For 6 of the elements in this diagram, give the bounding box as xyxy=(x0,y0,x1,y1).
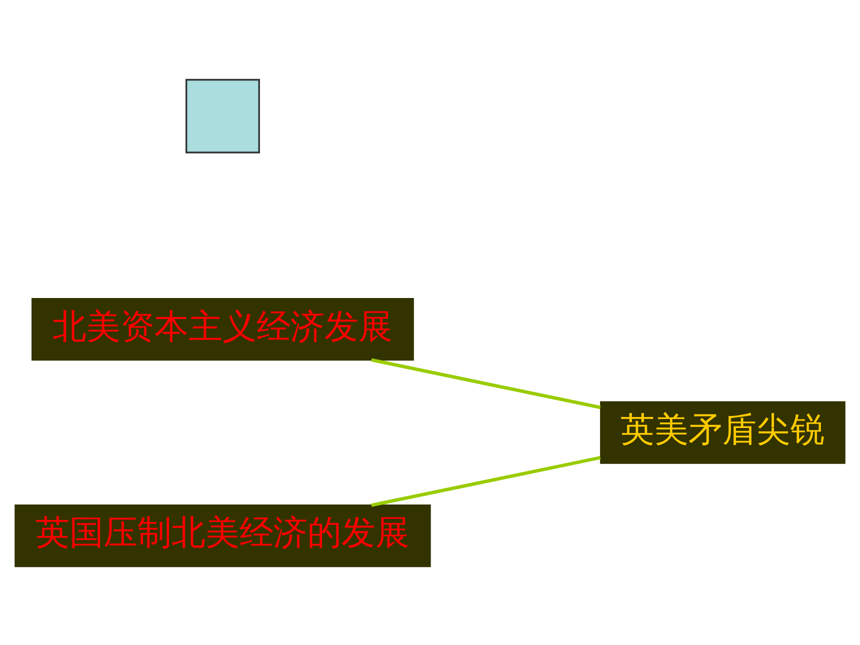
node-box: 北美资本主义经济发展 xyxy=(32,298,414,360)
node-box xyxy=(186,78,260,153)
connector xyxy=(371,456,601,506)
connector xyxy=(371,358,601,409)
node-box: 英国压制北美经济的发展 xyxy=(14,504,431,567)
node-box: 英美矛盾尖锐 xyxy=(600,400,846,464)
